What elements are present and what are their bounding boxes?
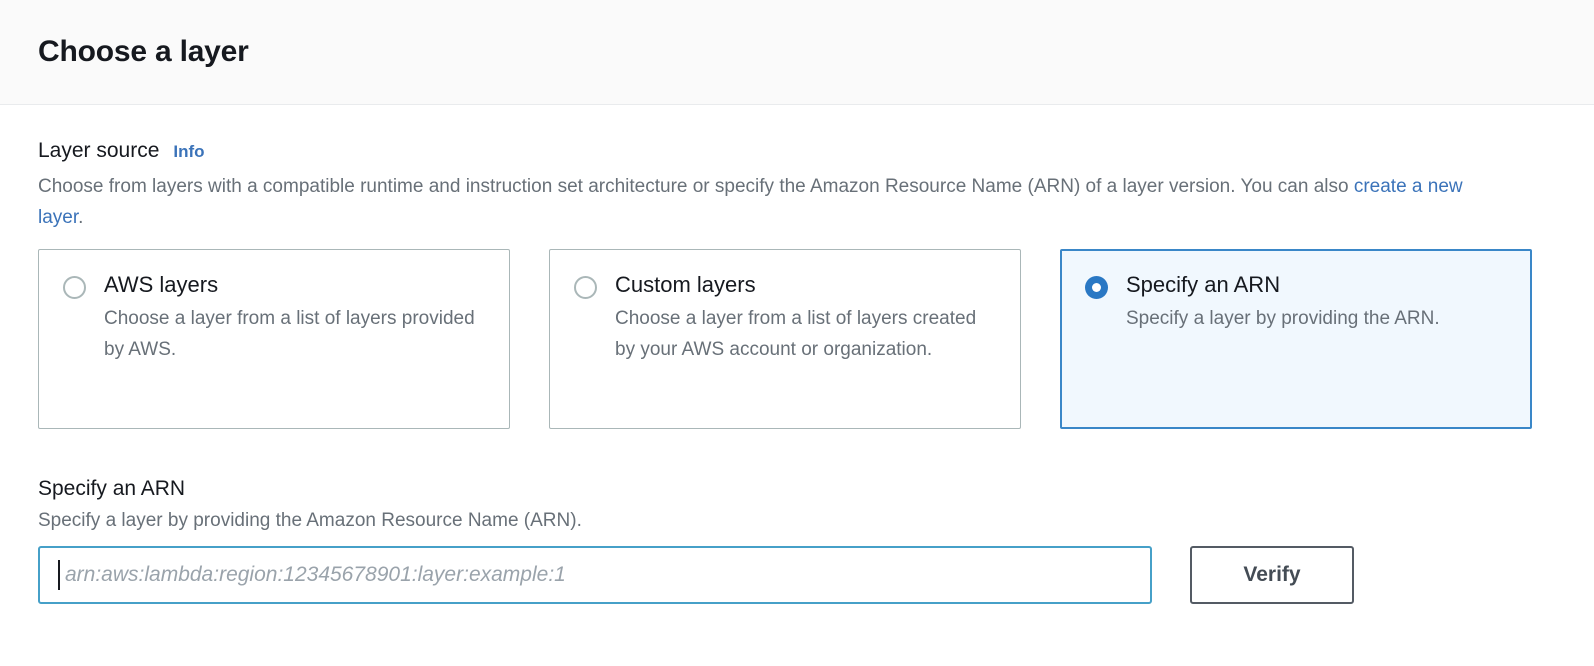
radio-card-specify-an-arn-text: Specify an ARN Specify a layer by provid… (1126, 272, 1509, 406)
radio-card-custom-layers-title: Custom layers (615, 271, 756, 297)
radio-card-aws-layers[interactable]: AWS layers Choose a layer from a list of… (38, 248, 510, 429)
modal-header: Choose a layer (0, 0, 1594, 105)
arn-input-row: Verify (38, 545, 1556, 604)
arn-section: Specify an ARN Specify a layer by provid… (38, 477, 1556, 604)
create-a-new-layer-link[interactable]: create a new layer (38, 176, 1463, 228)
radio-icon-specify-an-arn[interactable] (1085, 275, 1108, 299)
radio-card-custom-layers-description: Choose a layer from a list of layers cre… (615, 308, 977, 360)
radio-card-specify-an-arn-description: Specify a layer by providing the ARN. (1126, 308, 1440, 330)
radio-card-custom-layers[interactable]: Custom layers Choose a layer from a list… (549, 248, 1021, 429)
radio-card-aws-layers-description: Choose a layer from a list of layers pro… (104, 308, 475, 360)
radio-card-specify-an-arn-title: Specify an ARN (1126, 271, 1281, 297)
layer-source-description: Choose from layers with a compatible run… (38, 172, 1478, 234)
text-caret-icon (58, 559, 60, 590)
layer-source-label: Layer source (38, 139, 160, 162)
modal-body: Layer source Info Choose from layers wit… (0, 105, 1594, 666)
arn-section-description: Specify a layer by providing the Amazon … (38, 509, 582, 531)
arn-section-title: Specify an ARN (38, 476, 186, 500)
radio-card-specify-an-arn[interactable]: Specify an ARN Specify a layer by provid… (1060, 248, 1532, 429)
radio-card-custom-layers-text: Custom layers Choose a layer from a list… (615, 272, 998, 406)
info-link[interactable]: Info (173, 142, 205, 161)
layer-source-options: AWS layers Choose a layer from a list of… (38, 248, 1556, 429)
radio-icon-custom-layers[interactable] (574, 275, 597, 299)
verify-button[interactable]: Verify (1190, 545, 1354, 604)
radio-card-aws-layers-title: AWS layers (104, 271, 219, 297)
radio-icon-aws-layers[interactable] (63, 275, 86, 299)
arn-input[interactable] (38, 545, 1152, 604)
radio-card-aws-layers-text: AWS layers Choose a layer from a list of… (104, 272, 487, 406)
page-title: Choose a layer (38, 35, 249, 68)
arn-input-wrapper (38, 545, 1152, 604)
layer-source-description-text: Choose from layers with a compatible run… (38, 176, 1354, 197)
layer-source-label-row: Layer source Info (38, 139, 1556, 163)
layer-source-description-suffix: . (78, 206, 84, 228)
radio-selected-dot (1092, 282, 1101, 292)
